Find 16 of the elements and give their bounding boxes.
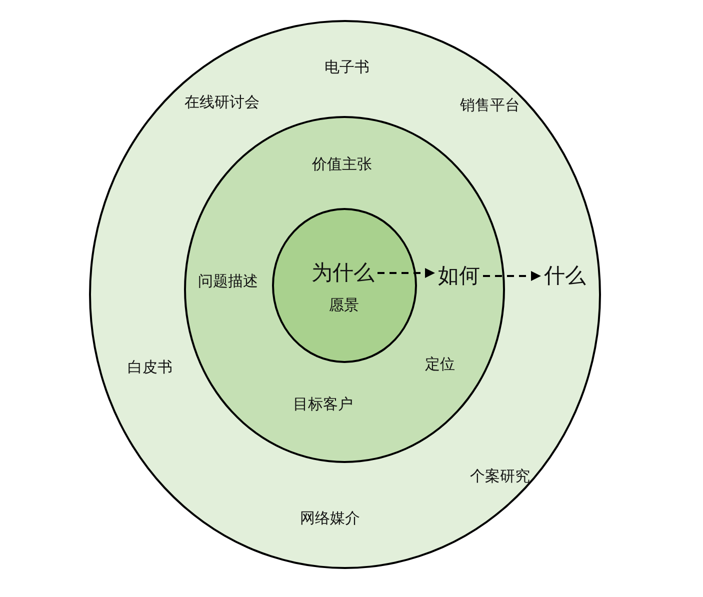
circle-label: 网络媒介 [300, 509, 360, 527]
circle-label: 愿景 [329, 296, 359, 314]
circle-label: 电子书 [324, 58, 370, 76]
circle-heading: 如何 [438, 263, 480, 289]
dashed-arrow [483, 271, 541, 281]
circle-heading: 为什么 [312, 260, 374, 286]
circle-label: 销售平台 [460, 96, 520, 114]
dashed-arrow [378, 268, 435, 278]
circle-label: 定位 [425, 355, 455, 373]
circle-label: 个案研究 [470, 467, 530, 485]
circle-label: 在线研讨会 [184, 93, 260, 111]
circle-label: 问题描述 [198, 272, 258, 290]
circle-label: 白皮书 [128, 358, 172, 376]
circle-label: 价值主张 [312, 155, 372, 173]
circle-heading: 什么 [544, 263, 586, 289]
circle-label: 目标客户 [293, 395, 353, 413]
